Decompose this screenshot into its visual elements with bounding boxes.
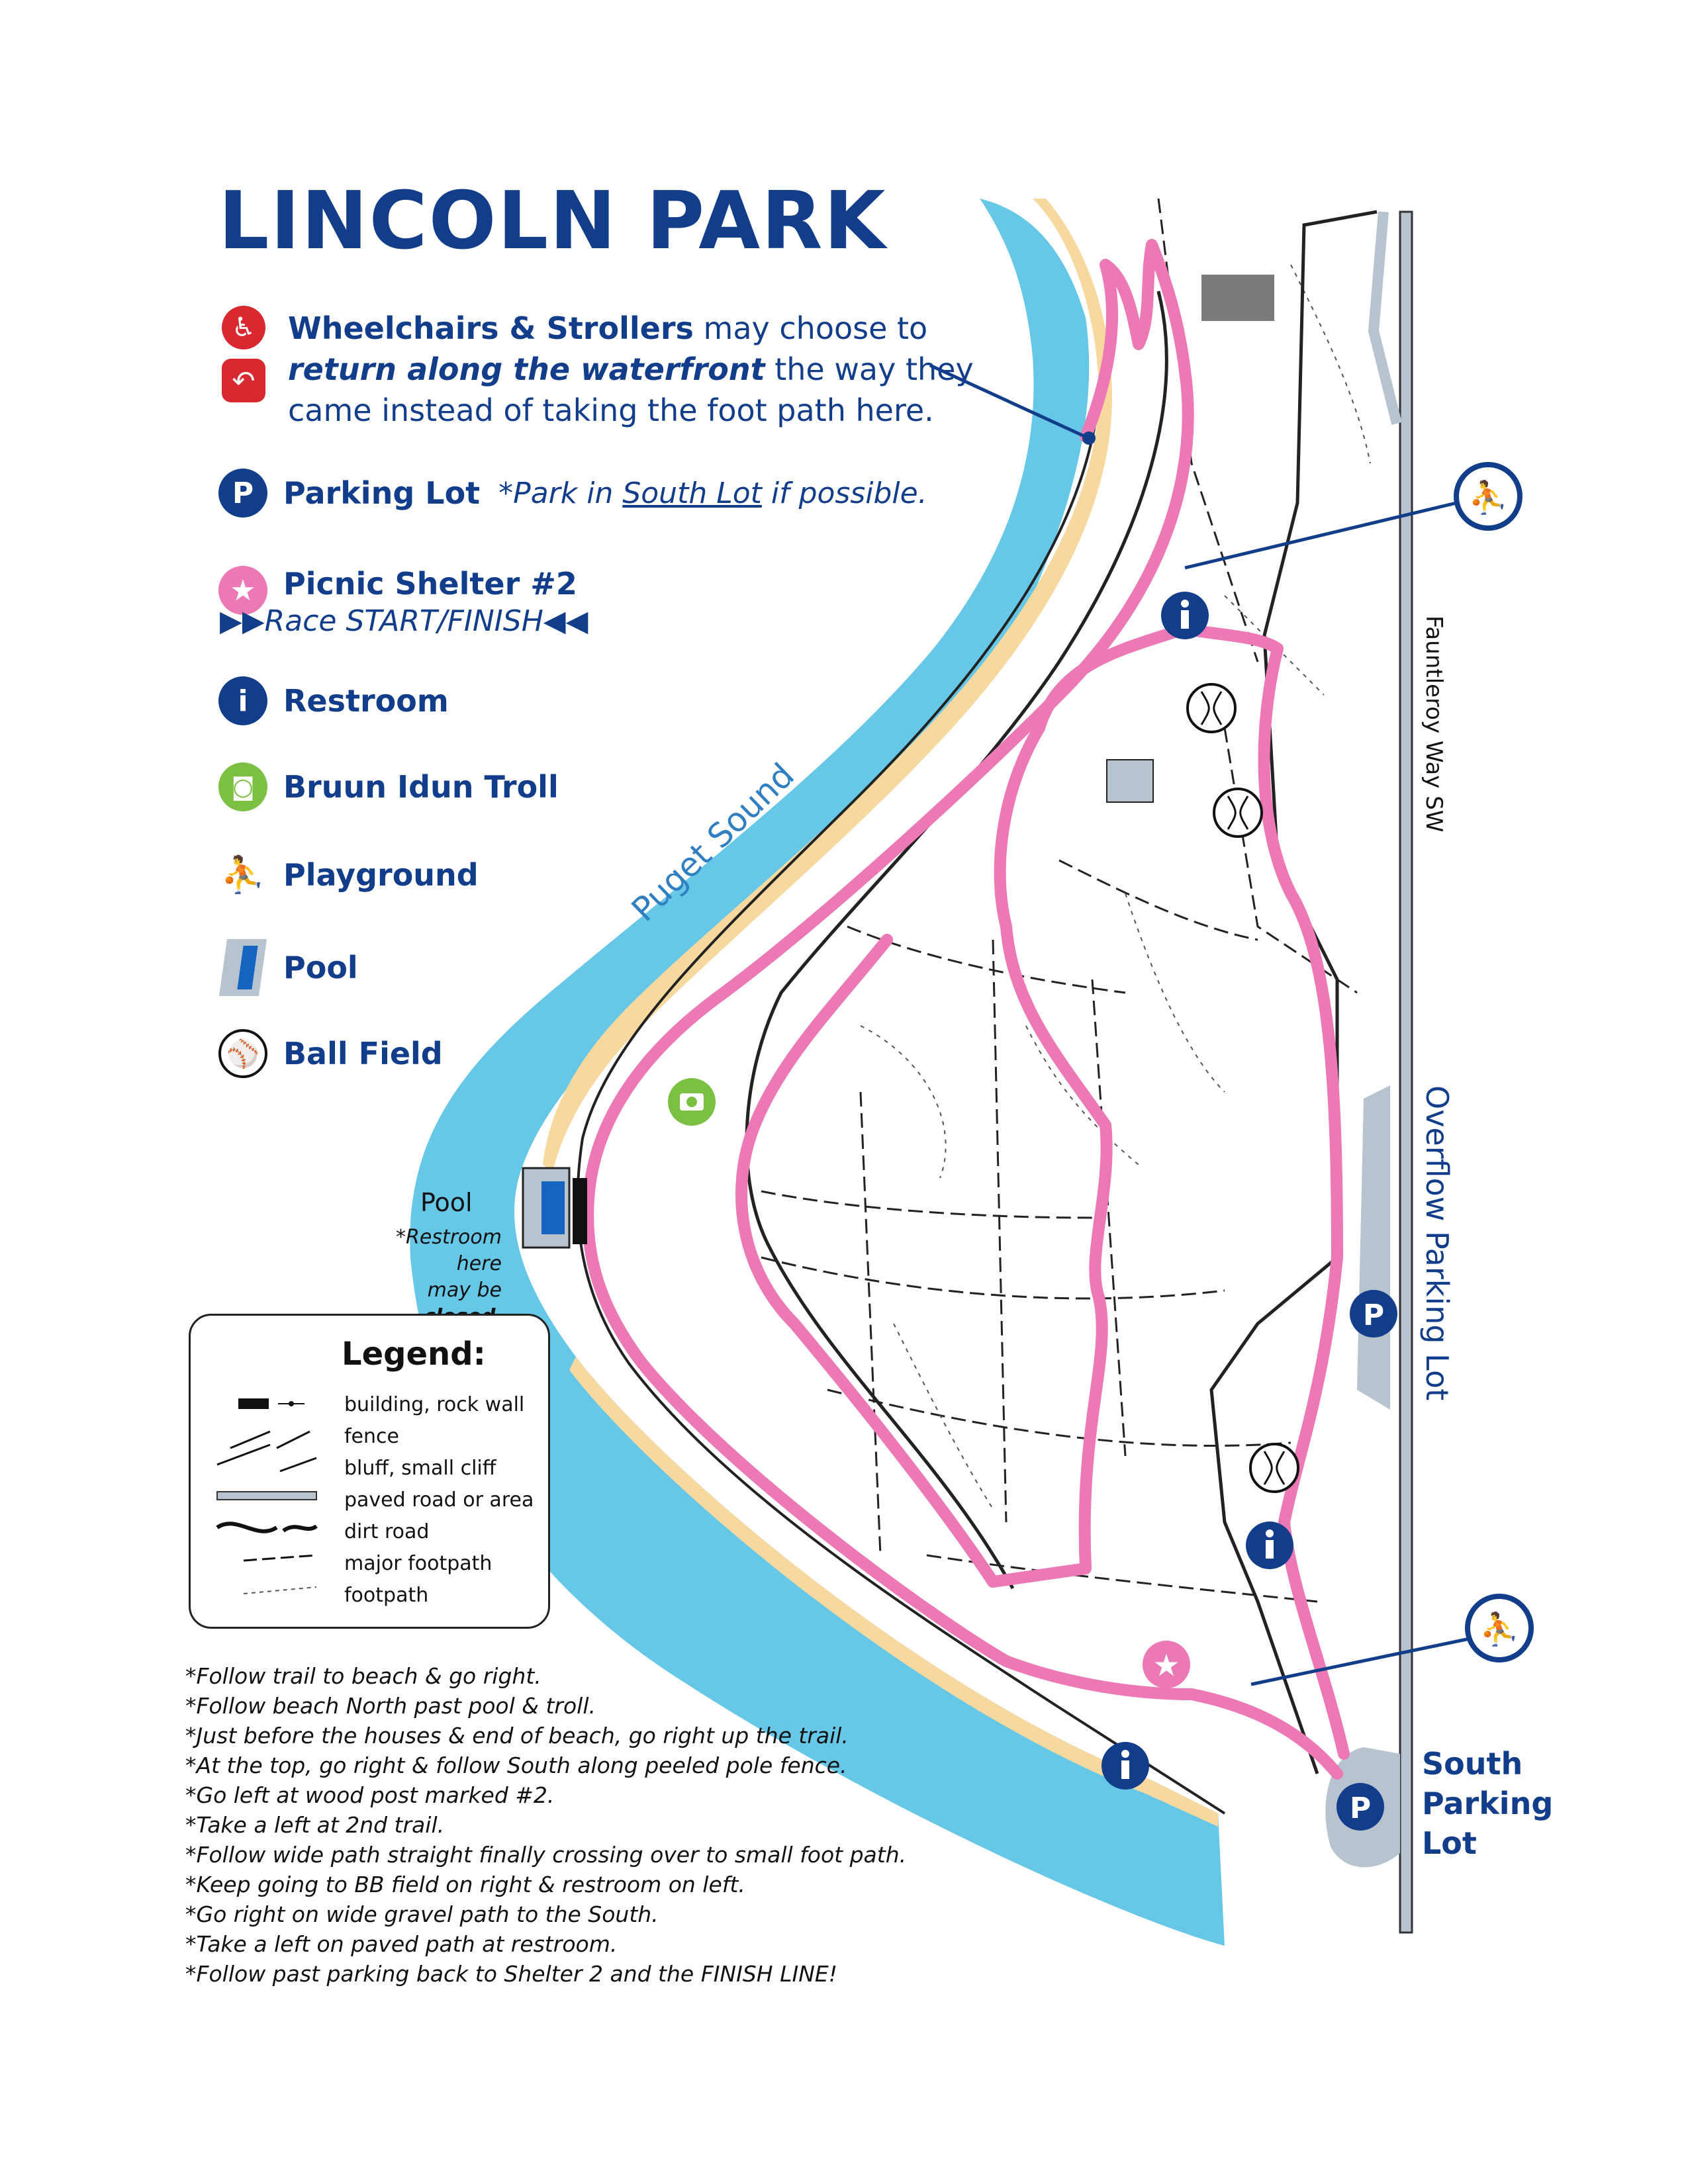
legend-title: Legend: — [342, 1336, 486, 1373]
legend-symbols — [216, 1398, 318, 1594]
direction-step: *Go right on wide gravel path to the Sou… — [185, 1901, 659, 1927]
key-troll-label: Bruun Idun Troll — [283, 769, 559, 805]
legend-paved: paved road or area — [344, 1488, 534, 1512]
key-shelter: ★ Picnic Shelter #2 ▶▶Race START/FINISH◀… — [218, 566, 588, 638]
key-playground: ⛹ Playground — [218, 850, 479, 899]
page-title: LINCOLN PARK — [218, 175, 887, 267]
ballfield-icon: ⚾ — [218, 1029, 267, 1078]
star-icon: ★ — [218, 566, 267, 615]
accessibility-pointer-dot — [1082, 432, 1096, 445]
south-lot-line-3: Lot — [1422, 1825, 1477, 1861]
accessibility-note-bold: Wheelchairs & Strollers — [288, 310, 694, 346]
north-road — [1368, 211, 1402, 425]
parking-icon-south: P — [1336, 1783, 1384, 1831]
parking-note-suffix: if possible. — [761, 476, 927, 510]
playground-icon-north: ⛹ — [1454, 462, 1523, 531]
direction-step: *Go left at wood post marked #2. — [185, 1782, 555, 1808]
legend-fence: fence — [344, 1425, 399, 1448]
key-shelter-label: Picnic Shelter #2 — [283, 566, 577, 602]
legend-footpath: footpath — [344, 1584, 429, 1607]
accessibility-note-text-1: may choose to — [693, 310, 928, 346]
puget-sound-water — [410, 199, 1225, 1946]
parking-icon-overflow: P — [1350, 1290, 1397, 1338]
overflow-lot-label: Overflow Parking Lot — [1419, 1085, 1455, 1400]
south-lot-line-2: Parking — [1422, 1786, 1554, 1821]
direction-step: *Follow past parking back to Shelter 2 a… — [185, 1961, 837, 1987]
svg-text:P: P — [1350, 1792, 1371, 1825]
ballfield-icon-3 — [1249, 1443, 1299, 1493]
svg-text:★: ★ — [1152, 1647, 1180, 1683]
pool-note-may-be: may be — [427, 1279, 502, 1302]
ballfield-icon-1 — [1186, 683, 1237, 733]
direction-step: *Take a left on paved path at restroom. — [185, 1931, 618, 1957]
legend-bluff: bluff, small cliff — [344, 1457, 496, 1480]
key-parking-note: *Park in South Lot if possible. — [498, 477, 927, 510]
direction-step: *Follow trail to beach & go right. — [185, 1663, 541, 1689]
accessibility-note-text-2: the way they came instead of taking the … — [288, 351, 974, 428]
direction-step: *Keep going to BB field on right & restr… — [185, 1872, 745, 1897]
legend-building: building, rock wall — [344, 1393, 525, 1416]
parking-icon: P — [218, 469, 267, 518]
key-restroom-label: Restroom — [283, 683, 449, 719]
accessibility-pointer — [929, 363, 1087, 439]
camera-icon: ◙ — [218, 762, 267, 811]
south-lot-line-1: South — [1422, 1746, 1523, 1782]
key-restroom: i Restroom — [218, 676, 449, 725]
playground-icon-south: ⛹ — [1465, 1594, 1534, 1662]
bluff-line — [745, 291, 1168, 1590]
troll-camera-icon — [668, 1078, 716, 1126]
key-pool: Pool — [218, 939, 358, 996]
u-turn-icon: ↶ — [222, 359, 265, 402]
direction-step: *At the top, go right & follow South alo… — [185, 1752, 847, 1778]
paved-path-east — [1209, 210, 1378, 1774]
accessibility-note: Wheelchairs & Strollers may choose to re… — [288, 308, 1003, 431]
waterfront-path — [576, 396, 1226, 1815]
svg-text:P: P — [1363, 1298, 1384, 1332]
pool-building — [522, 1167, 587, 1249]
pool-map-label: Pool — [420, 1188, 473, 1217]
race-directions: *Follow trail to beach & go right. *Foll… — [185, 1661, 980, 1989]
restroom-icon-south — [1246, 1522, 1293, 1569]
key-ballfield-label: Ball Field — [283, 1036, 443, 1071]
direction-step: *Take a left at 2nd trail. — [185, 1812, 445, 1838]
overflow-lot — [1357, 1085, 1390, 1410]
legend-box: Legend: building, rock wall fence bluff,… — [189, 1314, 550, 1629]
picnic-shelter-star-icon: ★ — [1143, 1641, 1190, 1688]
north-building — [1201, 275, 1274, 321]
direction-step: *Just before the houses & end of beach, … — [185, 1723, 849, 1749]
svg-text:⛹: ⛹ — [1468, 478, 1508, 516]
parking-note-south-lot: South Lot — [622, 476, 762, 510]
playground-pointer-north — [1184, 501, 1457, 570]
pool-icon — [218, 939, 267, 996]
south-parking-label: South Parking Lot — [1422, 1744, 1553, 1863]
accessibility-icons: ♿ ↶ — [222, 306, 265, 402]
restroom-icon-north — [1161, 592, 1209, 639]
playground-icon: ⛹ — [218, 850, 267, 899]
fauntleroy-road — [1399, 210, 1413, 1934]
key-parking: P Parking Lot *Park in South Lot if poss… — [218, 469, 927, 518]
fauntleroy-label: Fauntleroy Way SW — [1421, 615, 1447, 832]
key-shelter-sub: ▶▶Race START/FINISH◀◀ — [220, 604, 588, 638]
svg-text:⛹: ⛹ — [1479, 1610, 1519, 1648]
restroom-icon: i — [218, 676, 267, 725]
key-playground-label: Playground — [283, 857, 479, 893]
direction-step: *Follow wide path straight finally cross… — [185, 1842, 907, 1868]
parking-note-prefix: *Park in — [498, 476, 623, 510]
playground-pointer-south — [1250, 1636, 1474, 1686]
key-parking-label: Parking Lot — [283, 475, 481, 511]
key-pool-label: Pool — [283, 950, 358, 985]
pool-note-line-1: *Restroom here — [396, 1226, 502, 1275]
accessibility-note-emphasis: return along the waterfront — [288, 351, 765, 387]
wheelchair-icon: ♿ — [222, 306, 265, 349]
field-house — [1106, 759, 1154, 803]
legend-dirt-road: dirt road — [344, 1520, 430, 1543]
restroom-icon-shelter — [1102, 1742, 1149, 1790]
key-ballfield: ⚾ Ball Field — [218, 1029, 443, 1078]
beach-strip — [543, 199, 1112, 1171]
ballfield-icon-2 — [1213, 788, 1263, 838]
legend-major-footpath: major footpath — [344, 1552, 492, 1575]
direction-step: *Follow beach North past pool & troll. — [185, 1693, 596, 1719]
key-troll: ◙ Bruun Idun Troll — [218, 762, 559, 811]
